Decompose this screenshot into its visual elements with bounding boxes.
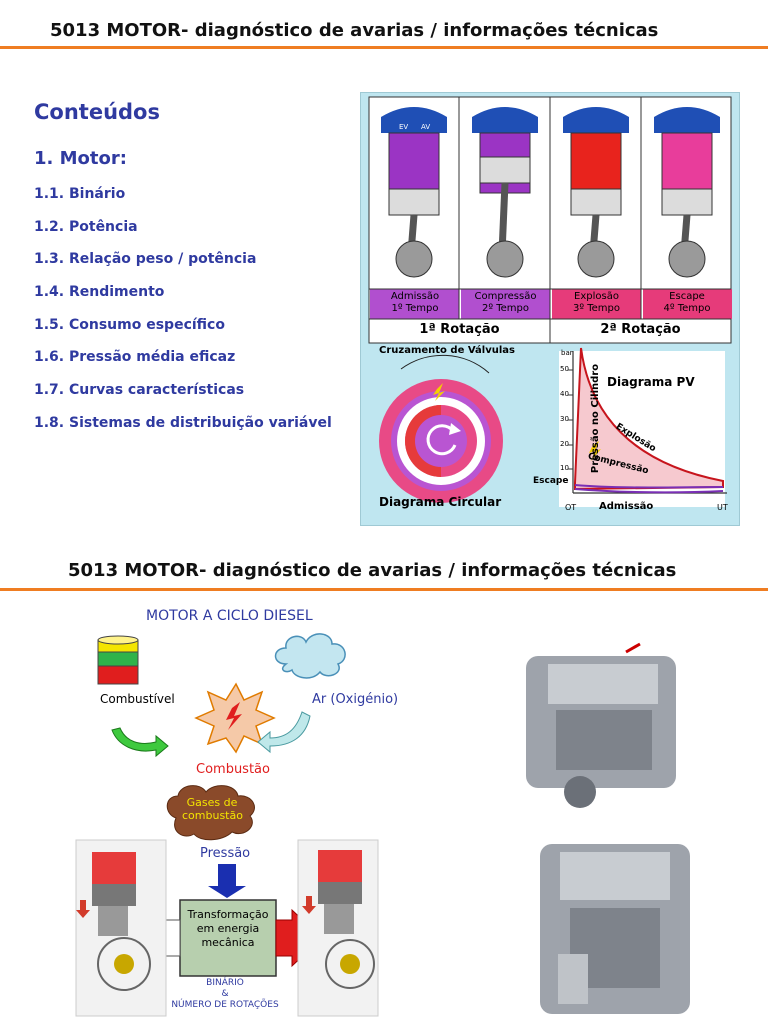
fuel-arrow-icon bbox=[111, 727, 169, 758]
pv-y-tick: 10 bbox=[560, 464, 569, 472]
toc-item: 1.4. Rendimento bbox=[34, 284, 165, 301]
cylinder-illustration bbox=[643, 107, 732, 319]
fuel-label: Combustível bbox=[100, 692, 175, 706]
output-torque: BINÁRIO bbox=[206, 978, 244, 988]
pv-y-tick: 40 bbox=[560, 390, 569, 398]
stroke-time: 1º Tempo bbox=[391, 303, 439, 314]
header-rule bbox=[0, 588, 768, 591]
av-label: AV bbox=[421, 123, 431, 131]
stroke-label: Admissão 1º Tempo bbox=[371, 291, 459, 315]
toc-item: 1.1. Binário bbox=[34, 186, 126, 202]
toc-item: 1.6. Pressão média eficaz bbox=[34, 349, 236, 366]
pv-y-tick: 50 bbox=[560, 365, 569, 373]
output-and: & bbox=[221, 989, 229, 999]
pv-diagram-title: Diagrama PV bbox=[607, 375, 695, 389]
stroke-name: Escape bbox=[669, 291, 705, 302]
engine-photo-top bbox=[526, 642, 676, 808]
circular-diagram bbox=[379, 354, 503, 503]
stroke-name: Explosão bbox=[574, 291, 619, 302]
right-cylinder-illustration bbox=[297, 839, 379, 1017]
pv-diagram bbox=[559, 347, 727, 507]
rotation-2-label: 2ª Rotação bbox=[600, 322, 681, 337]
pv-y-tick: 30 bbox=[560, 415, 569, 423]
exhaust-gas-cloud-icon bbox=[166, 785, 255, 841]
output-label: BINÁRIO & NÚMERO DE ROTAÇÕES bbox=[160, 978, 290, 1011]
air-arrow-icon bbox=[257, 711, 311, 754]
stroke-name: Admissão bbox=[390, 291, 440, 302]
cylinder-illustration bbox=[461, 107, 550, 319]
toc-item: 1.7. Curvas características bbox=[34, 382, 245, 399]
pv-x-label: Admissão bbox=[599, 501, 654, 512]
ev-label: EV bbox=[399, 123, 409, 131]
slide-2-header: 5013 MOTOR- diagnóstico de avarias / inf… bbox=[68, 560, 677, 581]
pv-y-unit: bar bbox=[561, 349, 573, 357]
slide-2: 5013 MOTOR- diagnóstico de avarias / inf… bbox=[0, 552, 768, 1024]
cylinder-illustration bbox=[552, 107, 641, 319]
stroke-time: 2º Tempo bbox=[481, 303, 530, 314]
toc-item: 1.2. Potência bbox=[34, 218, 138, 235]
exhaust-gas-label: Gases de combustão bbox=[182, 796, 243, 822]
circular-diagram-title: Diagrama Circular bbox=[379, 495, 502, 509]
transform-label: Transformação em energia mecânica bbox=[187, 908, 269, 949]
fuel-barrel-icon bbox=[97, 635, 139, 685]
stroke-label: Compressão 2º Tempo bbox=[461, 291, 550, 315]
stroke-label: Explosão 3º Tempo bbox=[552, 291, 641, 315]
air-cloud-icon bbox=[274, 633, 346, 679]
pv-y-tick: 20 bbox=[560, 440, 569, 448]
diesel-flow-diagram bbox=[75, 633, 690, 1017]
toc-item: 1.3. Relação peso / potência bbox=[34, 251, 257, 268]
left-cylinder-illustration bbox=[75, 839, 167, 1017]
toc-heading: 1. Motor: bbox=[34, 148, 127, 169]
four-stroke-illustration bbox=[368, 96, 732, 507]
combustion-label: Combustão bbox=[196, 762, 270, 777]
stroke-time: 3º Tempo bbox=[572, 303, 621, 314]
slide-1-header: 5013 MOTOR- diagnóstico de avarias / inf… bbox=[50, 20, 659, 41]
pv-exhaust-label: Escape bbox=[533, 476, 569, 486]
engine-photo-bottom bbox=[540, 844, 690, 1014]
rotation-1-label: 1ª Rotação bbox=[419, 322, 500, 337]
pv-x-right: UT bbox=[717, 503, 728, 512]
valve-overlap-label: Cruzamento de Válvulas bbox=[379, 345, 515, 356]
diesel-title: MOTOR A CICLO DIESEL bbox=[146, 608, 313, 624]
toc-item: 1.8. Sistemas de distribuição variável bbox=[34, 414, 332, 431]
spark-icon bbox=[226, 702, 242, 730]
stroke-time: 4º Tempo bbox=[663, 303, 711, 314]
toc-list: 1.1. Binário 1.2. Potência 1.3. Relação … bbox=[34, 184, 332, 446]
air-label: Ar (Oxigénio) bbox=[312, 692, 399, 707]
stroke-name: Compressão bbox=[474, 291, 537, 302]
stroke-label: Escape 4º Tempo bbox=[643, 291, 731, 315]
header-rule bbox=[0, 46, 768, 49]
cylinder-illustration bbox=[370, 107, 459, 319]
four-stroke-cycle-figure: EV AV Admissão 1º Tempo Compressão 2º Te… bbox=[360, 92, 740, 526]
transform-box bbox=[179, 899, 277, 977]
pressure-arrow-icon bbox=[208, 864, 246, 898]
output-rpm: NÚMERO DE ROTAÇÕES bbox=[171, 1000, 279, 1010]
toc-title: Conteúdos bbox=[34, 100, 160, 124]
pressure-label: Pressão bbox=[200, 846, 251, 861]
pv-x-left: OT bbox=[565, 503, 577, 512]
toc-item: 1.5. Consumo específico bbox=[34, 316, 225, 333]
slide-1: 5013 MOTOR- diagnóstico de avarias / inf… bbox=[0, 20, 768, 526]
